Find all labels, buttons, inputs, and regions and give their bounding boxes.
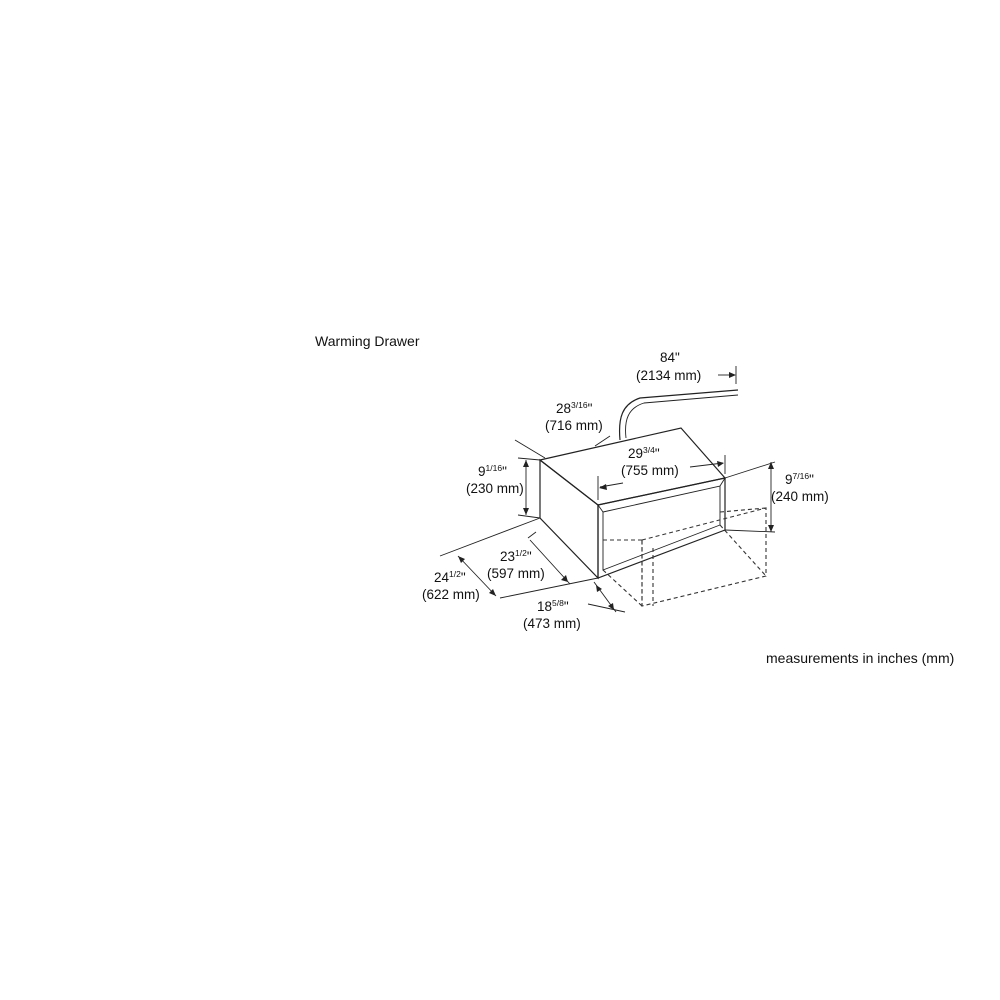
dimension-depth-bottom <box>439 517 599 599</box>
dimension-drawer-extension <box>587 581 626 613</box>
dimension-width-front <box>597 455 776 533</box>
dimension-height-left <box>517 457 541 519</box>
dimension-depth-top <box>514 435 611 459</box>
label-drawer-extension: 185/8" (473 mm) <box>523 598 581 631</box>
measurement-note: measurements in inches (mm) <box>766 650 954 666</box>
label-depth-inner-inches: 231/2" <box>500 548 532 564</box>
dimension-height-right <box>768 462 774 532</box>
drawer-front <box>602 485 721 571</box>
label-depth-inner: 231/2" (597 mm) <box>487 548 545 581</box>
label-height-left-mm: (230 mm) <box>466 481 524 496</box>
label-width-front: 293/4" (755 mm) <box>621 445 679 478</box>
label-depth-inner-mm: (597 mm) <box>487 566 545 581</box>
label-depth-outer-mm: (622 mm) <box>422 587 480 602</box>
label-depth-top-mm: (716 mm) <box>545 418 603 433</box>
label-height-left: 91/16" (230 mm) <box>466 463 524 496</box>
label-height-left-inches: 91/16" <box>478 463 507 479</box>
label-height-right-mm: (240 mm) <box>771 489 829 504</box>
label-cord: 84" (2134 mm) <box>636 350 701 383</box>
label-height-right-inches: 97/16" <box>785 471 814 487</box>
label-width-front-inches: 293/4" <box>628 445 660 461</box>
label-drawer-extension-inches: 185/8" <box>537 598 569 614</box>
label-drawer-extension-mm: (473 mm) <box>523 616 581 631</box>
label-depth-outer: 241/2" (622 mm) <box>422 569 480 602</box>
label-height-right: 97/16" (240 mm) <box>771 471 829 504</box>
label-width-front-mm: (755 mm) <box>621 463 679 478</box>
label-depth-top-inches: 283/16" <box>556 400 593 416</box>
label-cord-inches: 84" <box>660 350 680 365</box>
power-cord <box>618 389 739 441</box>
extended-drawer-outline <box>602 507 767 607</box>
label-depth-outer-inches: 241/2" <box>434 569 466 585</box>
dimension-cord <box>718 366 737 384</box>
label-depth-top: 283/16" (716 mm) <box>545 400 603 433</box>
label-cord-mm: (2134 mm) <box>636 368 701 383</box>
front-face <box>597 477 726 579</box>
diagram-title: Warming Drawer <box>315 333 420 349</box>
